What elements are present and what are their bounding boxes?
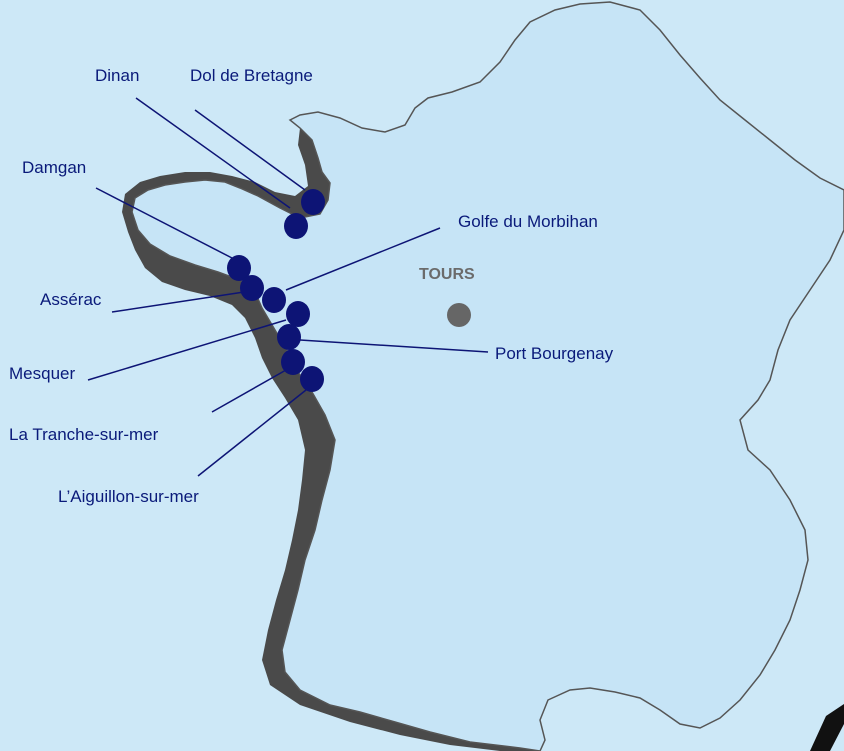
label-aiguillon-sur-mer: L’Aiguillon-sur-mer (58, 487, 199, 506)
location-marker-port-bourgenay[interactable] (277, 324, 301, 350)
coast-shadow (122, 128, 540, 751)
location-marker-dinan[interactable] (284, 213, 308, 239)
leader-line-golfe (285, 227, 441, 291)
city-marker-tours (447, 303, 471, 327)
label-la-tranche-sur-mer: La Tranche-sur-mer (9, 425, 159, 444)
location-marker-aiguillon[interactable] (300, 366, 324, 392)
location-marker-mesquer[interactable] (286, 301, 310, 327)
label-asserac: Assérac (40, 290, 102, 309)
leader-line-dinan (135, 97, 291, 209)
label-dinan: Dinan (95, 66, 140, 85)
label-golfe-du-morbihan: Golfe du Morbihan (458, 212, 598, 231)
leader-line-mesquer (87, 319, 287, 381)
location-marker-damgan[interactable] (227, 255, 251, 281)
label-port-bourgenay: Port Bourgenay (495, 344, 614, 363)
leader-line-aiguillon (197, 389, 307, 477)
label-dol-de-bretagne: Dol de Bretagne (190, 66, 313, 85)
leader-line-la-tranche (211, 369, 287, 413)
location-marker-la-tranche[interactable] (281, 349, 305, 375)
decorative-stroke (810, 704, 844, 751)
location-marker-dol[interactable] (301, 189, 325, 215)
leader-line-asserac (111, 291, 245, 313)
label-damgan: Damgan (22, 158, 87, 177)
france-land (131, 1, 844, 751)
location-marker-golfe[interactable] (262, 287, 286, 313)
leader-line-port-bourgenay (299, 339, 489, 353)
city-label-tours: TOURS (419, 266, 475, 283)
label-mesquer: Mesquer (9, 364, 76, 383)
leader-line-damgan (95, 187, 233, 259)
location-marker-asserac[interactable] (240, 275, 264, 301)
leader-line-dol (194, 109, 306, 191)
